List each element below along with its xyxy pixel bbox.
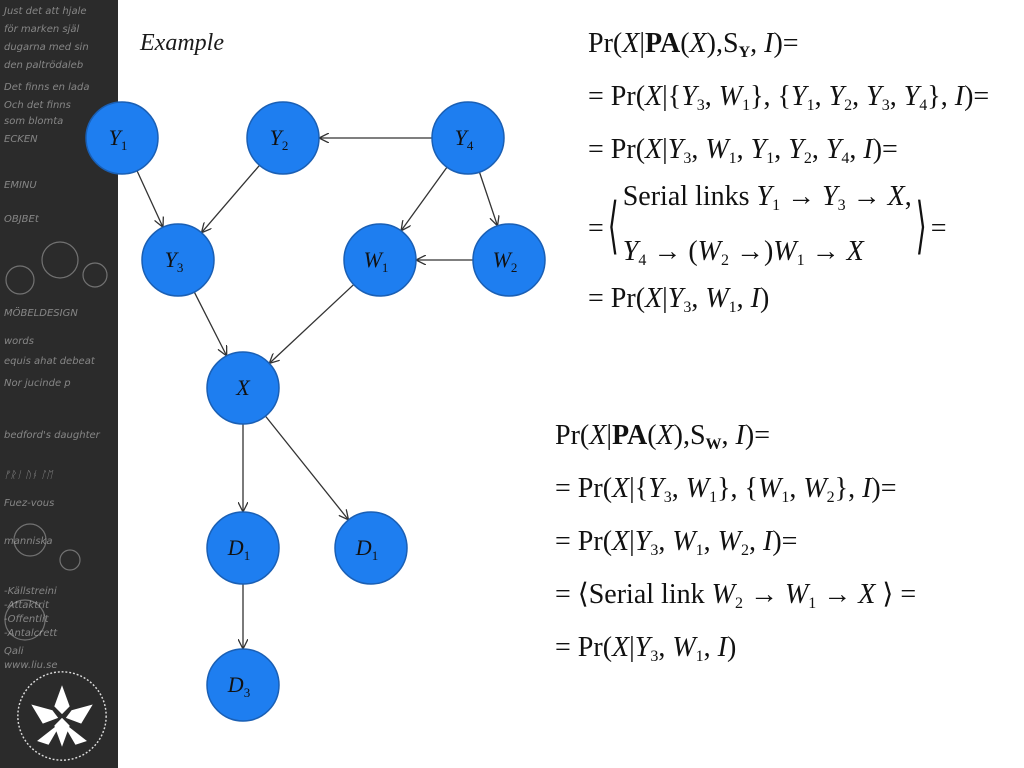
chalk-scribble: Fuez-vous bbox=[4, 498, 55, 509]
edge-Y4-W1 bbox=[402, 166, 448, 230]
chalk-scribble: -Offentlit bbox=[4, 614, 49, 625]
edge-W1-X bbox=[270, 284, 355, 363]
formula-separator-w: Pr(X|PA(X),SW, I)= = Pr(X|{Y3, W1}, {W1,… bbox=[555, 414, 916, 679]
node-label: X bbox=[235, 375, 251, 400]
edge-Y4-W2 bbox=[478, 171, 497, 225]
chalk-scribble: Nor jucinde p bbox=[4, 378, 71, 389]
edge-Y2-Y3 bbox=[202, 164, 261, 232]
chalk-scribble: ᚠᚱᛁ ᚢᚾ ᛚᛖ bbox=[4, 470, 53, 481]
chalk-scribble: equis ahat debeat bbox=[4, 356, 95, 367]
formula-line: = Pr(X|Y3, W1, Y1, Y2, Y4, I)= bbox=[588, 134, 898, 167]
node-y2: Y2 bbox=[246, 101, 320, 175]
formula-line: = Pr(X|{Y3, W1}, {Y1, Y2, Y3, Y4}, I)= bbox=[588, 81, 990, 114]
chalk-doodles bbox=[4, 241, 108, 641]
node-y3: Y3 bbox=[141, 223, 215, 297]
chalk-scribble: Qali bbox=[4, 646, 24, 657]
edge-X-D1b bbox=[264, 415, 347, 519]
formula-line: Pr(X|PA(X),SY, I)= bbox=[588, 28, 799, 61]
angle-bracket-right: ⟩ bbox=[915, 193, 927, 262]
formula-serial-block: = ⟨ Serial links Y1 → Y3 → X, Y4 → (W2 →… bbox=[588, 181, 989, 277]
node-d1b: D1 bbox=[334, 511, 408, 585]
formula-line: = Pr(X|Y3, W1, W2, I)= bbox=[555, 526, 798, 559]
chalk-scribble: -Antalcrett bbox=[4, 628, 58, 639]
node-w2: W2 bbox=[472, 223, 546, 297]
node-y4: Y4 bbox=[431, 101, 505, 175]
formula-line: = Pr(X|Y3, W1, I) bbox=[555, 632, 737, 665]
chalk-scribble: som blomta bbox=[4, 116, 64, 127]
chalk-scribble: Just det att hjale bbox=[4, 6, 87, 17]
chalk-scribble: OBJBEt bbox=[4, 214, 39, 225]
university-logo-icon bbox=[17, 671, 107, 761]
chalk-scribble: manniska bbox=[4, 536, 53, 547]
chalk-scribble: Det finns en lada bbox=[4, 82, 90, 93]
node-x: X bbox=[206, 351, 280, 425]
node-w1: W1 bbox=[343, 223, 417, 297]
chalk-scribble: EMINU bbox=[4, 180, 37, 191]
chalk-scribble: MÖBELDESIGN bbox=[4, 308, 78, 319]
edge-Y3-X bbox=[193, 291, 226, 355]
edge-Y1-Y3 bbox=[136, 170, 163, 227]
chalk-scribble: -Attaktrit bbox=[4, 600, 49, 611]
chalk-scribble: words bbox=[4, 336, 34, 347]
chalk-scribble: ECKEN bbox=[4, 134, 38, 145]
chalk-scribble: den paltrödaleb bbox=[4, 60, 84, 71]
angle-bracket-left: ⟨ bbox=[607, 193, 619, 262]
node-d1a: D1 bbox=[206, 511, 280, 585]
formula-line: = Pr(X|Y3, W1, I) bbox=[588, 283, 770, 316]
formula-line: Pr(X|PA(X),SW, I)= bbox=[555, 420, 770, 453]
chalk-scribble: www.liu.se bbox=[4, 660, 58, 671]
chalk-scribble: för marken själ bbox=[4, 24, 80, 35]
chalk-scribble: -Källstreini bbox=[4, 586, 57, 597]
formula-line: = ⟨Serial link W2 → W1 → X ⟩ = bbox=[555, 579, 917, 612]
node-y1: Y1 bbox=[85, 101, 159, 175]
chalk-scribble: dugarna med sin bbox=[4, 42, 89, 53]
chalk-scribble: bedford's daughter bbox=[4, 430, 100, 441]
chalk-scribble: Och det finns bbox=[4, 100, 71, 111]
node-d3: D3 bbox=[206, 648, 280, 722]
formula-line: = Pr(X|{Y3, W1}, {W1, W2}, I)= bbox=[555, 473, 897, 506]
formula-separator-y: Pr(X|PA(X),SY, I)= = Pr(X|{Y3, W1}, {Y1,… bbox=[588, 22, 989, 330]
slide-title: Example bbox=[140, 30, 224, 56]
